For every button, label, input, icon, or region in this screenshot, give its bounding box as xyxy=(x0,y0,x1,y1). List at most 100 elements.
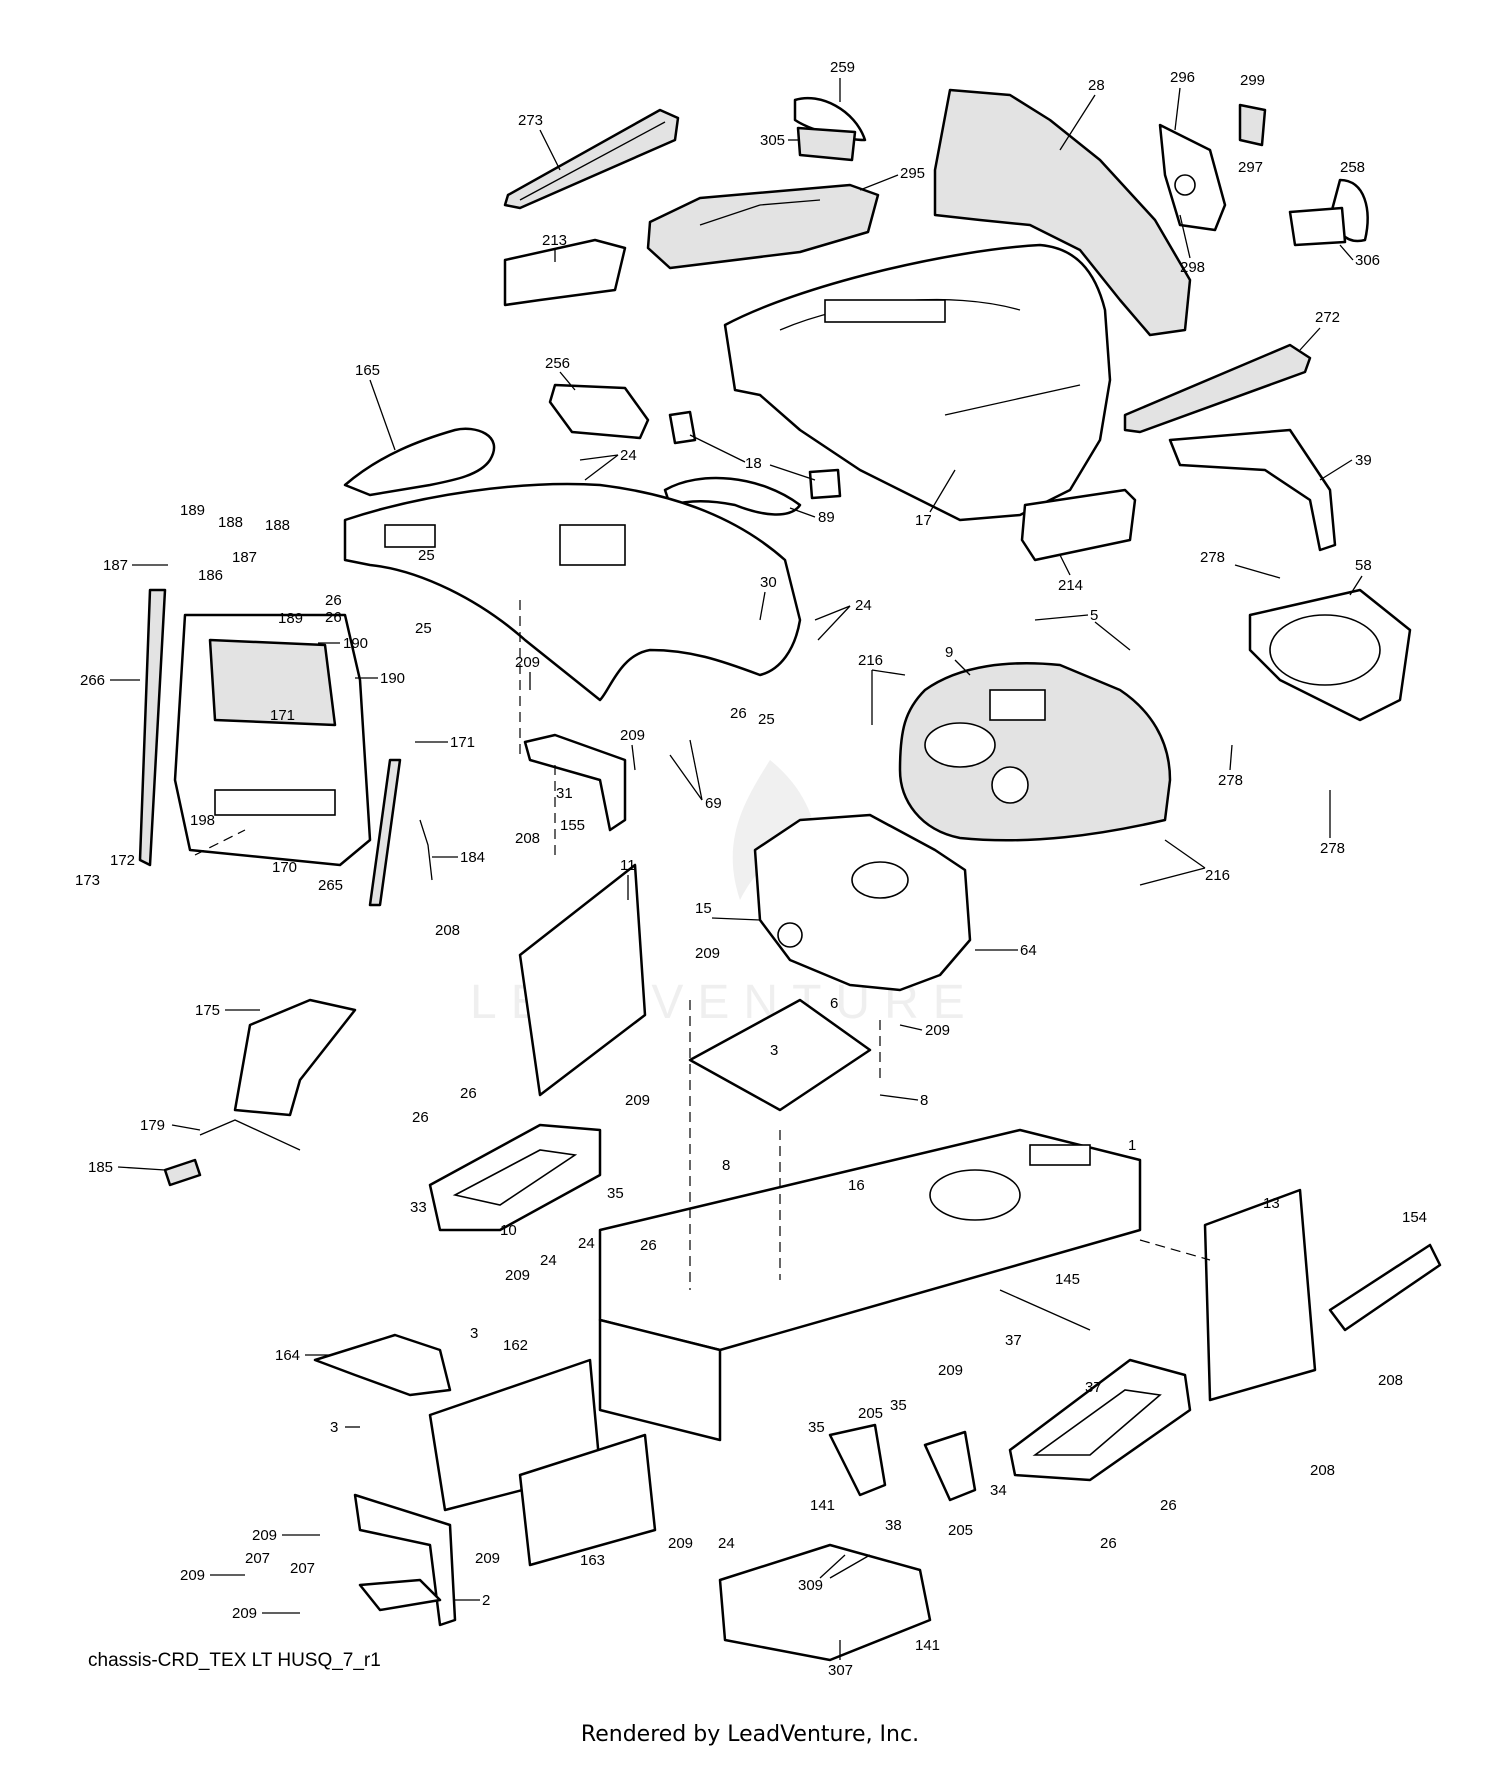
callout-278-b: 278 xyxy=(1218,772,1243,789)
callout-209-j: 209 xyxy=(475,1550,500,1567)
callout-298: 298 xyxy=(1180,259,1205,276)
callout-214: 214 xyxy=(1058,577,1083,594)
part-9-dash-pod xyxy=(898,662,1172,842)
rendered-by-footer: Rendered by LeadVenture, Inc. xyxy=(580,1722,920,1747)
callout-209-e: 209 xyxy=(625,1092,650,1109)
callout-205-a: 205 xyxy=(858,1405,883,1422)
callout-256: 256 xyxy=(545,355,570,372)
callout-189-b: 189 xyxy=(278,610,303,627)
callout-26-f: 26 xyxy=(640,1237,657,1254)
callout-8-b: 8 xyxy=(722,1157,730,1174)
part-18-strips xyxy=(668,410,842,500)
callout-266: 266 xyxy=(80,672,105,689)
part-265-trim xyxy=(368,758,402,907)
callout-8-a: 8 xyxy=(920,1092,928,1109)
callout-172: 172 xyxy=(110,852,135,869)
callout-299: 299 xyxy=(1240,72,1265,89)
part-17-hood xyxy=(723,243,1112,522)
callout-306: 306 xyxy=(1355,252,1380,269)
part-179-rod xyxy=(199,1119,301,1151)
callout-258: 258 xyxy=(1340,159,1365,176)
callout-165: 165 xyxy=(355,362,380,379)
callout-35-c: 35 xyxy=(808,1419,825,1436)
callout-208-a: 208 xyxy=(515,830,540,847)
callout-207-a: 207 xyxy=(245,1550,270,1567)
part-58-shroud xyxy=(1248,588,1412,722)
part-30-fender xyxy=(343,482,802,760)
callout-208-c: 208 xyxy=(1378,1372,1403,1389)
part-273-grille-strip xyxy=(503,108,680,210)
part-299-switch xyxy=(1238,103,1267,147)
callout-17: 17 xyxy=(915,512,932,529)
callout-209-f: 209 xyxy=(505,1267,530,1284)
callout-26-h: 26 xyxy=(1100,1535,1117,1552)
callout-187-b: 187 xyxy=(232,549,257,566)
callout-6: 6 xyxy=(830,995,838,1012)
callout-25-b: 25 xyxy=(415,620,432,637)
callout-25-c: 25 xyxy=(758,711,775,728)
callout-39: 39 xyxy=(1355,452,1372,469)
callout-170: 170 xyxy=(272,859,297,876)
callout-26-d: 26 xyxy=(460,1085,477,1102)
callout-216-a: 216 xyxy=(858,652,883,669)
part-154-bracket xyxy=(1328,1243,1442,1332)
callout-5: 5 xyxy=(1090,607,1098,624)
part-214-lower-grille xyxy=(1020,488,1137,562)
callout-3-b: 3 xyxy=(470,1325,478,1342)
callout-307: 307 xyxy=(828,1662,853,1679)
part-164-bracket xyxy=(313,1333,452,1397)
callout-35-b: 35 xyxy=(890,1397,907,1414)
callout-26-b: 26 xyxy=(325,609,342,626)
callout-198: 198 xyxy=(190,812,215,829)
part-305-block xyxy=(796,126,857,162)
callout-9: 9 xyxy=(945,644,953,661)
callout-190-a: 190 xyxy=(343,635,368,652)
callout-305: 305 xyxy=(760,132,785,149)
callout-209-i: 209 xyxy=(668,1535,693,1552)
callout-25-a: 25 xyxy=(418,547,435,564)
part-38-bracket xyxy=(828,1423,977,1502)
callout-24-d: 24 xyxy=(540,1252,557,1269)
part-2-bracket xyxy=(353,1493,457,1627)
callout-216-b: 216 xyxy=(1205,867,1230,884)
part-64-cover xyxy=(753,813,972,992)
callout-309: 309 xyxy=(798,1577,823,1594)
callout-16: 16 xyxy=(848,1177,865,1194)
callout-208-d: 208 xyxy=(1310,1462,1335,1479)
callout-163: 163 xyxy=(580,1552,605,1569)
callout-26-g: 26 xyxy=(1160,1497,1177,1514)
part-33-footrest xyxy=(428,1123,602,1232)
part-184-lever xyxy=(419,819,433,881)
part-28-dash-panel xyxy=(933,88,1192,337)
callout-24-e: 24 xyxy=(718,1535,735,1552)
part-11-plate xyxy=(518,863,647,1097)
callout-184: 184 xyxy=(460,849,485,866)
callout-209-d: 209 xyxy=(925,1022,950,1039)
callout-69: 69 xyxy=(705,795,722,812)
callout-38: 38 xyxy=(885,1517,902,1534)
callout-207-b: 207 xyxy=(290,1560,315,1577)
callout-141-b: 141 xyxy=(915,1637,940,1654)
callout-1: 1 xyxy=(1128,1137,1136,1154)
part-259-cap xyxy=(793,96,867,142)
part-272-grille-strip xyxy=(1123,343,1312,434)
callout-187-a: 187 xyxy=(103,557,128,574)
part-165-seat-cover xyxy=(343,427,496,497)
part-306-block xyxy=(1288,206,1347,247)
callout-209-h: 209 xyxy=(252,1527,277,1544)
part-145-rod xyxy=(999,1289,1091,1331)
part-266-trim xyxy=(138,588,167,867)
part-175-cover xyxy=(233,998,357,1117)
callout-15: 15 xyxy=(695,900,712,917)
callout-10: 10 xyxy=(500,1222,517,1239)
part-296-bezel xyxy=(1158,123,1227,232)
callout-265: 265 xyxy=(318,877,343,894)
callout-155: 155 xyxy=(560,817,585,834)
callout-13: 13 xyxy=(1263,1195,1280,1212)
callout-209-k: 209 xyxy=(180,1567,205,1584)
part-89-pad xyxy=(663,476,802,516)
callout-3-a: 3 xyxy=(770,1042,778,1059)
callout-171-b: 171 xyxy=(450,734,475,751)
callout-175: 175 xyxy=(195,1002,220,1019)
